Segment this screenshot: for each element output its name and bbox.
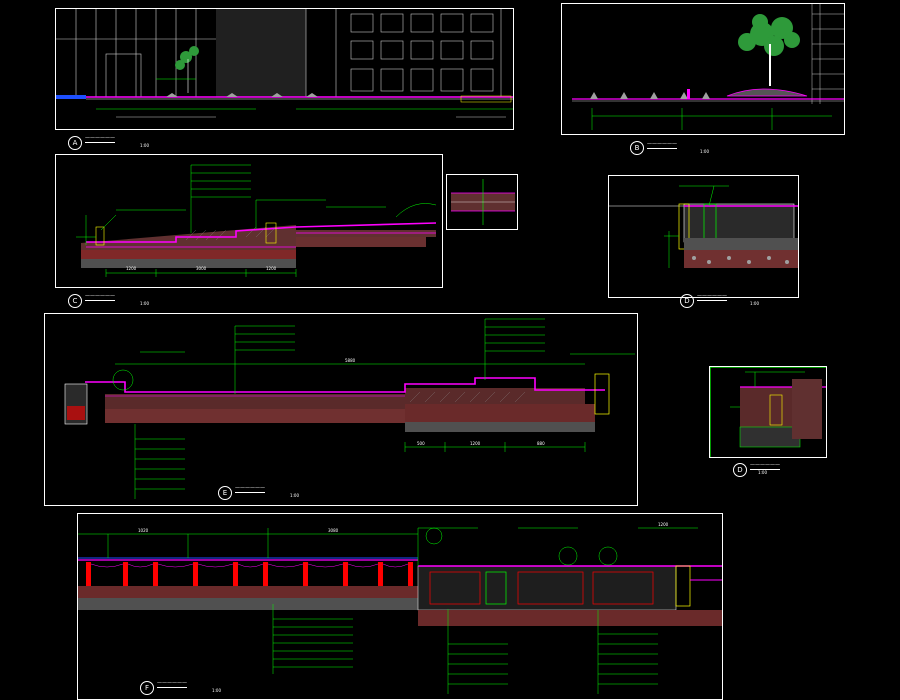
- panel-d2-frame: [709, 366, 827, 458]
- panel-c-frame: 1200 3000 1200: [55, 154, 443, 288]
- panel-f-callout: F: [140, 681, 154, 695]
- f-dim-1: 1020: [138, 528, 149, 533]
- panel-e-callout: E: [218, 486, 232, 500]
- panel-d-frame: [608, 175, 799, 298]
- panel-a-title: ——————: [85, 135, 115, 143]
- panel-f-drawing: [78, 527, 722, 694]
- panel-d2-drawing: [710, 367, 826, 457]
- panel-b-frame: [561, 3, 845, 135]
- e-dim-top: 5880: [345, 358, 356, 363]
- panel-b-title: ——————: [647, 141, 677, 149]
- panel-c-inset-drawing: [451, 179, 515, 225]
- panel-f-frame: 1020 3080 1200: [77, 513, 723, 700]
- panel-d-scale: 1:00: [750, 301, 759, 306]
- panel-e-drawing: [64, 318, 635, 499]
- panel-d2-scale: 1:00: [758, 470, 767, 475]
- panel-d-title: ——————: [697, 293, 727, 301]
- panel-c-title: ——————: [85, 293, 115, 301]
- panel-d2-callout: D: [733, 463, 747, 477]
- f-dim-3: 1200: [658, 522, 669, 527]
- panel-c-callout: C: [68, 294, 82, 308]
- e-dim-3: 880: [537, 441, 545, 446]
- e-dim-2: 1200: [470, 441, 481, 446]
- panel-e-frame: 5880 500 1200 880: [44, 313, 638, 506]
- panel-a-callout: A: [68, 136, 82, 150]
- c-dim-2: 3000: [196, 266, 207, 271]
- panel-a-scale: 1:00: [140, 143, 149, 148]
- c-dim-3: 1200: [266, 266, 277, 271]
- panel-b-scale: 1:00: [700, 149, 709, 154]
- e-dim-1: 500: [417, 441, 425, 446]
- panel-f-title: ——————: [157, 680, 187, 688]
- f-dim-2: 3080: [328, 528, 339, 533]
- panel-b-callout: B: [630, 141, 644, 155]
- panel-e-title: ——————: [235, 485, 265, 493]
- panel-d-callout: D: [680, 294, 694, 308]
- panel-a-frame: [55, 8, 514, 130]
- c-dim-1: 1200: [126, 266, 137, 271]
- panel-c-scale: 1:00: [140, 301, 149, 306]
- panel-c-inset-frame: [446, 174, 518, 230]
- panel-a-drawing: [56, 9, 513, 118]
- panel-b-drawing: [572, 4, 844, 130]
- panel-c-drawing: [76, 164, 437, 277]
- panel-d2-title: ——————: [750, 462, 780, 470]
- panel-f-scale: 1:00: [212, 688, 221, 693]
- panel-e-scale: 1:00: [290, 493, 299, 498]
- panel-d-drawing: [609, 185, 798, 268]
